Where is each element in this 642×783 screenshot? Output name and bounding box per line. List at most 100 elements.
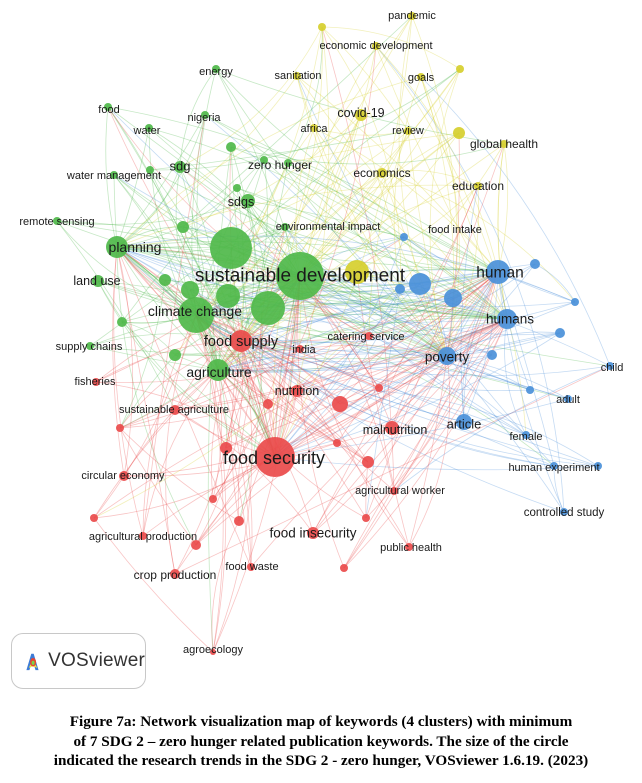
network-edge <box>263 159 508 320</box>
network-edge <box>97 280 569 400</box>
network-edge <box>225 318 508 449</box>
network-edge <box>116 246 555 467</box>
network-edge <box>195 15 413 316</box>
network-node <box>456 65 464 73</box>
network-edge <box>336 271 499 444</box>
label-food-security: food security <box>223 448 325 468</box>
network-edge <box>339 355 448 405</box>
network-edge <box>195 314 341 405</box>
network-edge <box>240 340 465 423</box>
label-energy: energy <box>199 66 233 78</box>
network-edge <box>420 76 460 357</box>
network-edge <box>504 318 527 436</box>
label-land-use: land use <box>73 274 120 288</box>
network-edge <box>93 314 197 519</box>
network-edge <box>56 220 197 316</box>
network-edge <box>116 241 499 273</box>
network-edge <box>97 280 276 458</box>
network-edge <box>164 279 508 320</box>
network-edge <box>89 68 461 347</box>
node-controlled-study <box>560 508 568 516</box>
node-article <box>456 414 472 430</box>
label-article: article <box>447 417 482 432</box>
network-edge <box>179 166 221 371</box>
label-human-experiment: human experiment <box>508 462 599 474</box>
network-edge <box>195 283 421 316</box>
network-node <box>345 260 369 284</box>
network-edge <box>165 314 197 575</box>
network-edge <box>116 246 242 342</box>
label-water-management: water management <box>66 170 161 182</box>
node-sanitation <box>293 72 301 80</box>
network-edge <box>368 130 409 337</box>
network-edge <box>240 236 405 342</box>
network-edge <box>274 301 576 458</box>
node-environmental-impact <box>281 223 289 231</box>
network-edge <box>142 369 219 537</box>
network-edge <box>116 226 286 253</box>
network-node <box>571 298 579 306</box>
network-edge <box>398 15 448 357</box>
network-edge <box>274 398 569 458</box>
network-node <box>453 127 465 139</box>
network-edge <box>296 75 448 357</box>
node-supply-chains <box>86 342 94 350</box>
network-node <box>216 284 240 308</box>
network-node <box>234 516 244 526</box>
network-edge <box>313 127 508 320</box>
label-agricultural-production: agricultural production <box>89 531 197 543</box>
caption-line-2: of 7 SDG 2 – zero hunger related publica… <box>73 732 569 750</box>
network-edge <box>407 130 448 357</box>
node-covid-19 <box>355 109 367 121</box>
node-catering-service <box>365 332 373 340</box>
network-edge <box>116 114 206 248</box>
network-edge <box>391 271 499 429</box>
network-edge <box>107 106 242 342</box>
network-edge <box>123 369 219 477</box>
node-circular-economy <box>119 471 129 481</box>
network-edge <box>119 354 176 429</box>
label-planning: planning <box>109 239 162 255</box>
network-node <box>251 291 285 325</box>
node-malnutrition <box>385 421 399 435</box>
network-edge <box>296 75 448 357</box>
network-edge <box>446 355 569 400</box>
network-edge <box>250 318 508 568</box>
network-edge <box>56 220 301 277</box>
network-edge <box>403 236 508 320</box>
network-edge <box>116 246 569 400</box>
network-node <box>177 221 189 233</box>
node-water-management <box>110 171 118 179</box>
network-edge <box>356 271 508 320</box>
network-node <box>332 396 348 412</box>
network-edge <box>89 345 448 360</box>
network-edge <box>195 271 499 319</box>
network-edge <box>116 235 576 303</box>
network-edge <box>195 314 252 568</box>
network-edge <box>274 271 499 458</box>
network-edge <box>107 106 448 357</box>
network-edge <box>420 76 454 299</box>
network-node <box>487 350 497 360</box>
network-edge <box>217 369 369 463</box>
network-edge <box>116 246 341 405</box>
node-human <box>486 260 510 284</box>
network-edge <box>497 271 555 467</box>
label-humans: humans <box>486 312 534 327</box>
network-edge <box>375 45 508 320</box>
network-edge <box>195 305 493 356</box>
network-node <box>594 462 602 470</box>
network-edge <box>116 246 176 575</box>
network-edge <box>215 68 499 273</box>
network-edge <box>174 271 499 575</box>
node-sustainable-development <box>276 252 324 300</box>
network-edge <box>497 143 509 273</box>
network-edge <box>105 106 118 248</box>
network-edge <box>116 246 219 371</box>
network-edge <box>381 172 448 357</box>
network-edge <box>393 318 508 492</box>
network-edge <box>148 127 508 320</box>
network-edge <box>149 169 242 342</box>
node-food-g <box>104 103 112 111</box>
